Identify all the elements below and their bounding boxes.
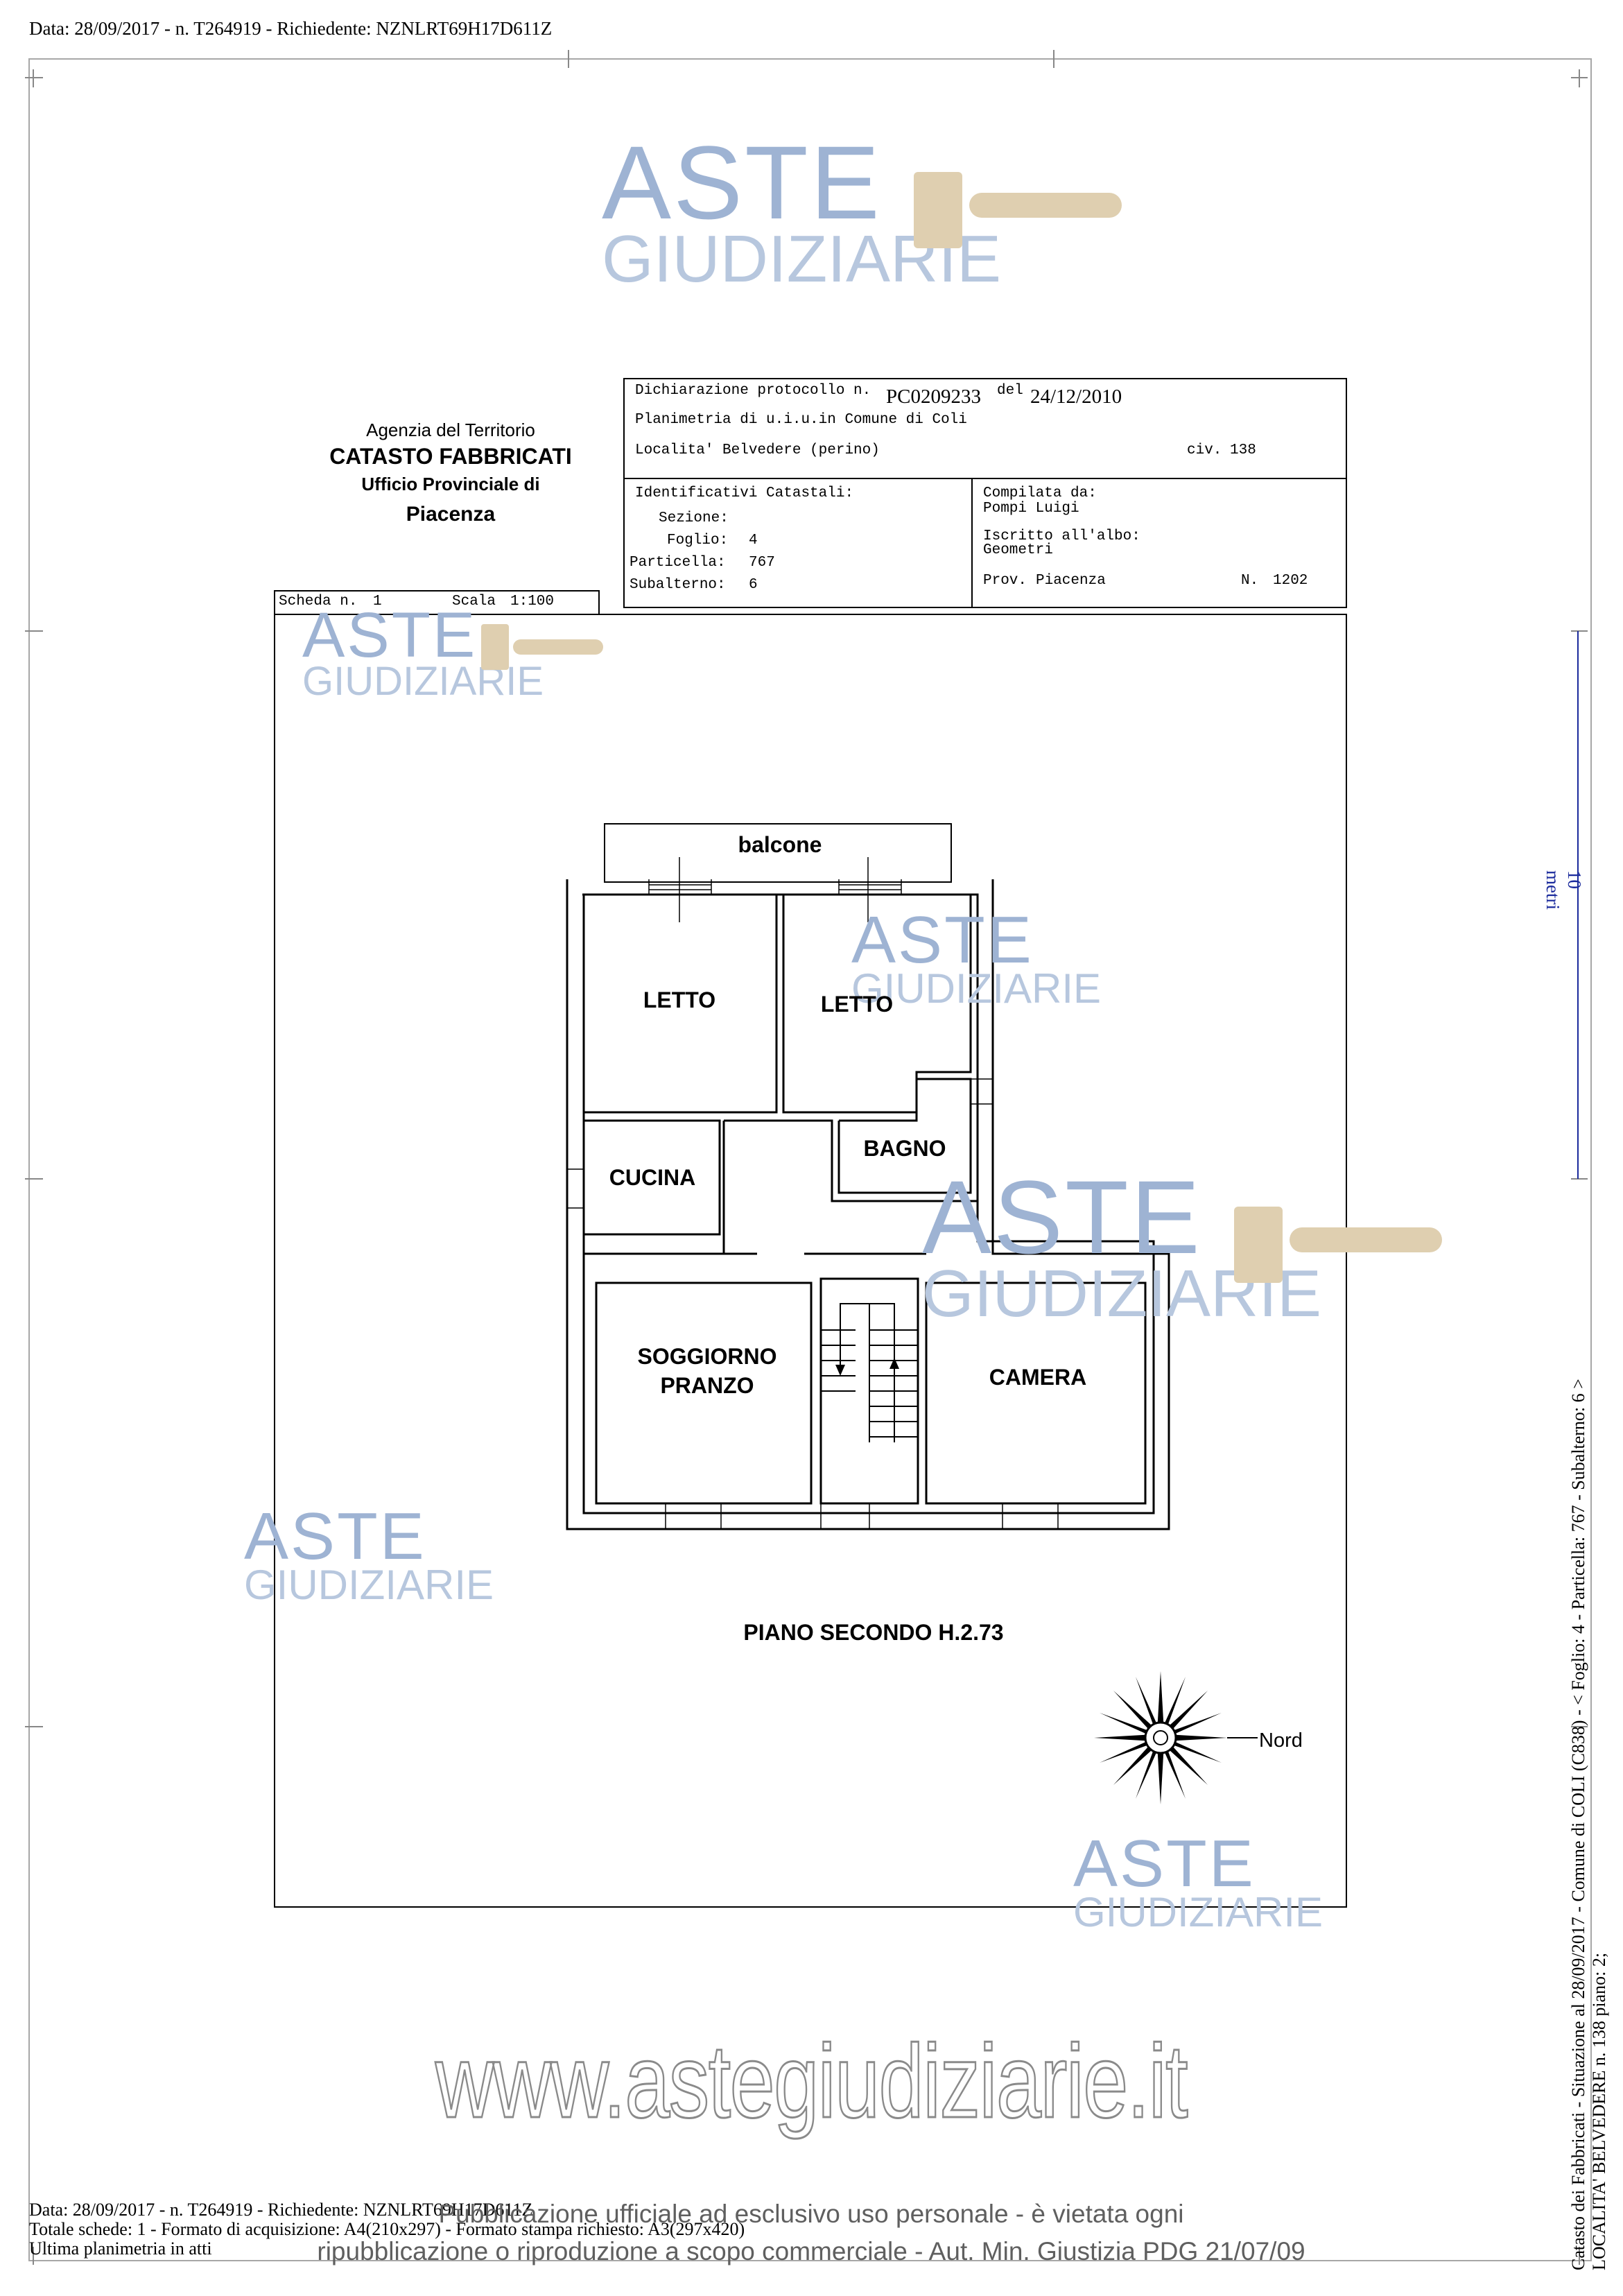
albo-label: Iscritto all'albo: [983, 528, 1140, 544]
watermark-logo-top: ASTE GIUDIZIARIE [602, 130, 1122, 293]
civ-label: civ. [1187, 442, 1222, 458]
plan-line: Planimetria di u.i.u.in Comune di Coli [635, 412, 967, 428]
compiler-name: Pompi Luigi [983, 501, 1079, 517]
watermark-url: www.astegiudiziarie.it [435, 2022, 1189, 2141]
civ-number: 138 [1230, 442, 1256, 458]
foglio-value: 4 [749, 533, 758, 549]
scale-note: 10 metri [1543, 870, 1585, 910]
gavel-icon [914, 172, 1122, 248]
date-label: del [997, 383, 1023, 399]
protocol-label: Dichiarazione protocollo n. [635, 383, 871, 399]
room-letto-2 [782, 893, 972, 1114]
particella-label: Particella: [630, 555, 726, 571]
compass-rose-icon [1094, 1671, 1258, 1804]
particella-value: 767 [749, 555, 775, 571]
scala-value: 1:100 [510, 594, 555, 610]
room-letto-1 [582, 893, 778, 1114]
gavel-icon [481, 624, 603, 670]
side-note-line-2: LOCALITA' BELVEDERE n. 138 piano: 2; [1589, 1952, 1609, 2270]
agency-name: Agenzia del Territorio [366, 420, 535, 440]
prov-label: Prov. [983, 573, 1027, 589]
foglio-label: Foglio: [667, 533, 729, 549]
albo-value: Geometri [983, 542, 1053, 558]
corridor [724, 1119, 978, 1202]
identifiers-box [623, 478, 1347, 608]
label-camera: CAMERA [989, 1365, 1087, 1390]
watermark-logo-2: ASTE GIUDIZIARIE [302, 603, 603, 702]
subalterno-label: Subalterno: [630, 577, 726, 593]
watermark-logo-3: ASTE GIUDIZIARIE [851, 903, 1102, 1012]
footer-format-line: Totale schede: 1 - Formato di acquisizio… [29, 2219, 745, 2239]
label-pranzo: PRANZO [660, 1373, 754, 1398]
compiler-label: Compilata da: [983, 485, 1097, 501]
watermark-logo-6: ASTE GIUDIZIARIE [1073, 1827, 1323, 1935]
side-note-line-1: Catasto dei Fabbricati - Situazione al 2… [1568, 1379, 1588, 2270]
registration-number: 1202 [1273, 573, 1308, 589]
outer-wall [566, 879, 1170, 1530]
footer-request-line: Data: 28/09/2017 - n. T264919 - Richiede… [29, 2200, 533, 2220]
label-balcone: balcone [738, 832, 822, 857]
label-soggiorno: SOGGIORNO [637, 1344, 777, 1369]
floor-title: PIANO SECONDO H.2.73 [743, 1620, 1004, 1645]
header-request-line: Data: 28/09/2017 - n. T264919 - Richiede… [29, 18, 553, 39]
scala-label: Scala [452, 594, 496, 610]
prov-value: Piacenza [1036, 573, 1106, 589]
watermark-notice-1: Pubblicazione ufficiale ad esclusivo uso… [438, 2200, 1184, 2228]
footer-last-plan-line: Ultima planimetria in atti [29, 2238, 212, 2259]
registration-number-label: N. [1241, 573, 1259, 589]
agency-office: Ufficio Provinciale di [361, 474, 540, 494]
stairs [821, 1303, 918, 1442]
agency-city: Piacenza [406, 503, 496, 526]
floor-plan [566, 823, 1170, 1530]
north-label: Nord [1259, 1729, 1303, 1752]
label-bagno: BAGNO [863, 1136, 946, 1161]
frame-ticks [25, 50, 1588, 2265]
gavel-icon [1234, 1207, 1442, 1283]
scheda-label: Scheda n. [279, 594, 358, 610]
sheet-frame [28, 58, 1592, 2261]
identifiers-title: Identificativi Catastali: [635, 485, 854, 501]
label-cucina: CUCINA [609, 1165, 696, 1190]
subalterno-value: 6 [749, 577, 758, 593]
watermark-notice-2: ripubblicazione o riproduzione a scopo c… [317, 2237, 1305, 2265]
side-cadastral-note: Catasto dei Fabbricati - Situazione al 2… [1568, 1265, 1610, 2270]
label-letto-1: LETTO [643, 987, 716, 1012]
watermark-logo-5: ASTE GIUDIZIARIE [244, 1499, 494, 1608]
scheda-value: 1 [373, 594, 382, 610]
label-letto-2: LETTO [820, 992, 894, 1017]
drawing-frame [274, 614, 1347, 1908]
watermark-logo-4: ASTE GIUDIZIARIE [922, 1165, 1442, 1327]
agency-department: CATASTO FABBRICATI [329, 444, 572, 469]
balcony-outline [604, 823, 952, 883]
sezione-label: Sezione: [659, 510, 729, 526]
protocol-number: PC0209233 [886, 386, 981, 408]
declaration-date: 24/12/2010 [1030, 386, 1122, 408]
locality: Localita' Belvedere (perino) [635, 442, 880, 458]
